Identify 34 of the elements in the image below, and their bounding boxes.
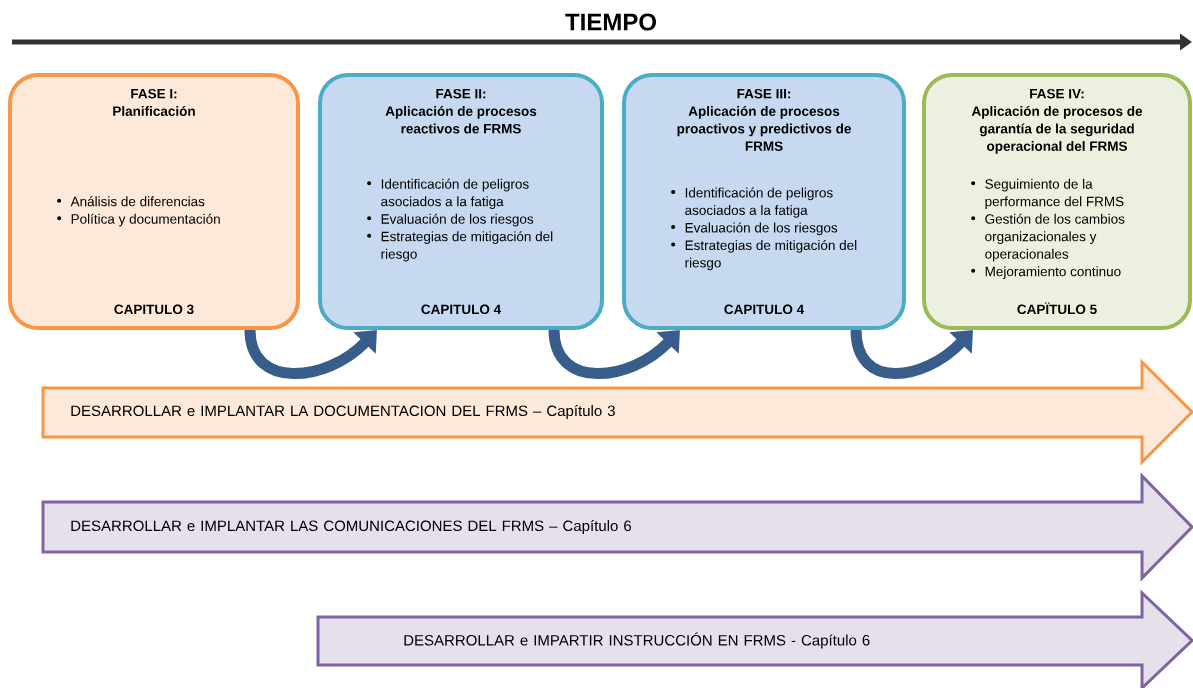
band-label: DESARROLLAR e IMPLANTAR LA DOCUMENTACION DEL FRMS – Capítulo 3 <box>71 404 615 420</box>
process-band <box>41 472 1193 582</box>
phase-heading: FASE III: <box>737 88 791 99</box>
phase-heading: Planificación <box>113 105 195 116</box>
phase-box <box>922 72 1192 331</box>
process-band <box>316 589 1193 688</box>
bullet-item: Estrategias de mitigación del riesgo <box>367 231 553 262</box>
chapter-label: CAPITULO 3 <box>114 304 194 315</box>
process-band <box>41 358 1193 466</box>
bullet-item: Análisis de diferencias <box>57 196 205 207</box>
phase-box <box>8 72 300 331</box>
chapter-label: CAPÏTULO 5 <box>1017 302 1097 315</box>
chapter-label: CAPITULO 4 <box>421 304 502 315</box>
phase-box <box>622 72 906 331</box>
bullet-item: Estrategias de mitigación del riesgo <box>671 239 857 271</box>
band-label: DESARROLLAR e IMPLANTAR LAS COMUNICACIONES DEL FRMS – Capítulo 6 <box>71 519 632 535</box>
title: TIEMPO <box>565 13 656 31</box>
bullet-item: Evaluación de los riesgos <box>367 213 534 227</box>
bullet-item: Seguimiento de la performance del FRMS <box>971 178 1124 209</box>
phase-heading: Aplicación de procesos reactivos de FRMS <box>385 105 537 134</box>
band-label: DESARROLLAR e IMPARTIR INSTRUCCIÓN EN FRMS - Capítulo 6 <box>404 632 870 649</box>
bullet-item: Política y documentación <box>57 213 220 227</box>
phase-box <box>318 72 604 331</box>
phase-heading: FASE IV: <box>1030 88 1084 99</box>
bullet-item: Identificación de peligros asociados a la fatiga <box>671 187 833 218</box>
bullet-item: Identificación de peligros asociados a la fatiga <box>367 178 529 209</box>
bullet-item: Mejoramiento continuo <box>971 266 1121 279</box>
phase-heading: Aplicación de procesos proactivos y predictivos de FRMS <box>677 105 851 151</box>
phase-heading: FASE I: <box>131 88 177 99</box>
phase-heading: Aplicación de procesos de garantía de la seguridad operacional del FRMS <box>971 105 1143 154</box>
phase-heading: FASE II: <box>436 88 486 99</box>
chapter-label: CAPITULO 4 <box>724 304 805 315</box>
bullet-item: Gestión de los cambios organizacionales y operacionales <box>971 213 1125 262</box>
bullet-item: Evaluación de los riesgos <box>671 222 838 236</box>
